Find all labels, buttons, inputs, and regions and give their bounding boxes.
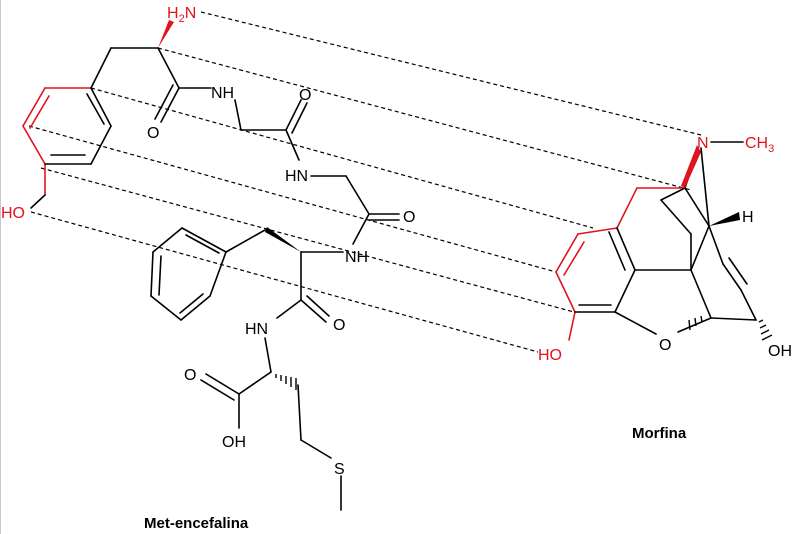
correspondence-lines xyxy=(28,11,702,353)
met-enkephalin-structure xyxy=(22,20,400,511)
enkephalin-atom-labels: H2N HO O NH O HN O NH HN O O OH S xyxy=(1,5,415,478)
dash-line-hydroxyl xyxy=(30,211,539,353)
phe-alpha-wedge xyxy=(265,227,301,252)
allylic-oh-hash xyxy=(758,319,773,341)
sulfur-label: S xyxy=(334,461,345,478)
tyr-hydroxyl-label: HO xyxy=(1,205,25,222)
gly1-o-label: O xyxy=(299,87,311,104)
dash-line-alpha-carbon xyxy=(157,47,692,191)
tyr-carbonyl-o-label: O xyxy=(147,125,159,142)
dash-line-amine xyxy=(200,11,702,136)
amine-label: H2N xyxy=(167,5,196,25)
morphine-h-label: H xyxy=(742,209,754,226)
hn2-label: HN xyxy=(285,168,308,185)
dash-line-ring-top xyxy=(90,87,594,229)
morphine-atom-labels: N CH3 H HO O OH xyxy=(538,135,792,364)
allylic-oh-label: OH xyxy=(768,343,792,360)
morphine-n-label: N xyxy=(697,135,709,152)
met-acid-oh-label: OH xyxy=(222,434,246,451)
methyl-label: CH3 xyxy=(745,135,774,155)
nh1-label: NH xyxy=(211,85,234,102)
dash-line-ring-low xyxy=(40,167,575,313)
tyrosine-ring xyxy=(22,87,112,209)
phenylalanine-ring xyxy=(150,227,227,321)
met-alpha-hash xyxy=(275,374,297,390)
met-acid-o-label: O xyxy=(184,367,196,384)
h-wedge xyxy=(709,212,740,226)
n-wedge xyxy=(681,145,701,188)
phenol-oh-label: HO xyxy=(538,347,562,364)
gly2-o-label: O xyxy=(403,209,415,226)
hn4-label: HN xyxy=(245,321,268,338)
phe-carbonyl-o-label: O xyxy=(333,317,345,334)
ether-hash xyxy=(688,315,703,331)
alpha-carbon-wedge xyxy=(158,20,174,48)
morphine-caption: Morfina xyxy=(632,425,687,442)
ether-o-label: O xyxy=(659,337,671,354)
dash-line-ring-mid xyxy=(28,125,557,273)
morphine-structure xyxy=(555,141,773,341)
enkephalin-caption: Met-encefalina xyxy=(144,515,249,532)
nh3-label: NH xyxy=(345,249,368,266)
